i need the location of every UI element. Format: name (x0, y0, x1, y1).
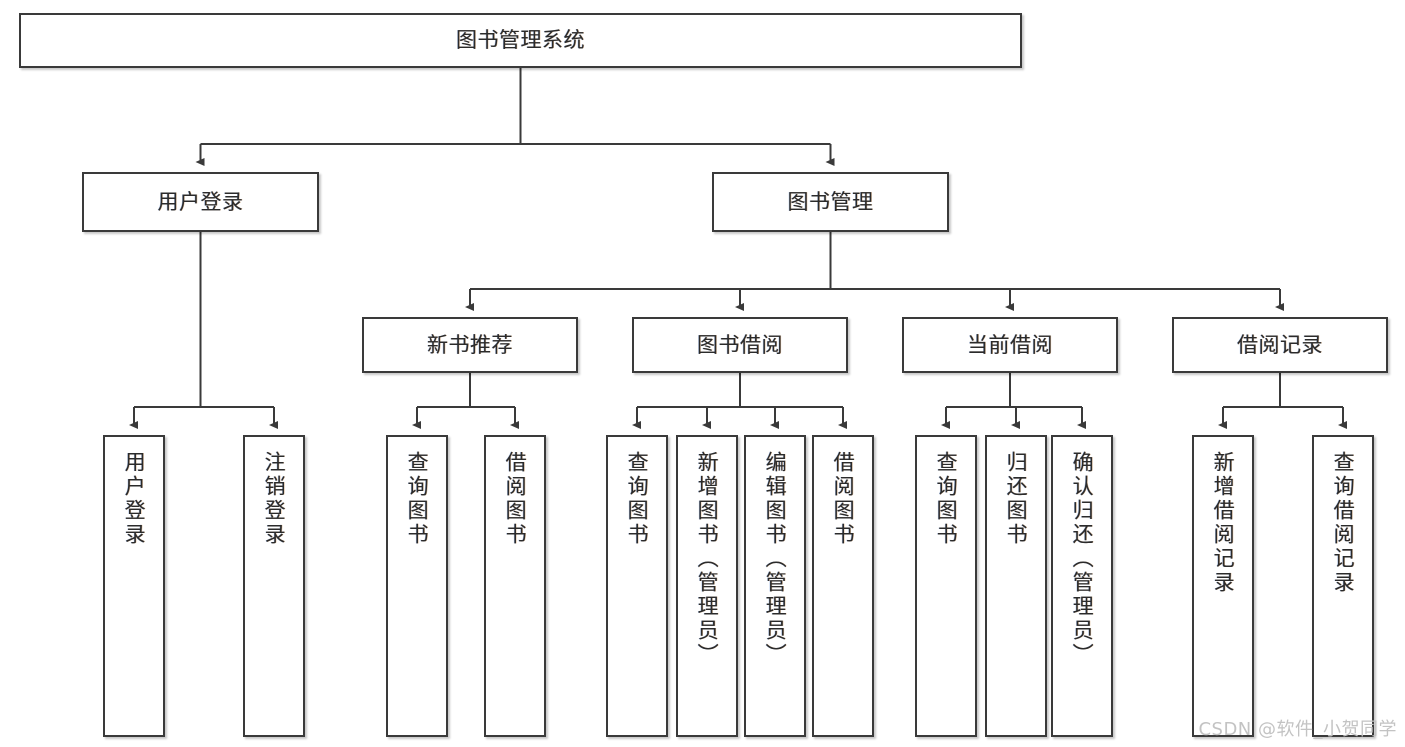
node-label: 图书管理系统 (456, 28, 585, 53)
node-borrow[interactable]: 图书借阅 (632, 317, 848, 373)
node-bookmgmt[interactable]: 图书管理 (712, 172, 949, 232)
node-leaf-5[interactable]: 查询图书 (606, 435, 668, 737)
node-label: 新增借阅记录 (1211, 451, 1236, 595)
node-label: 编辑图书（管理员） (763, 451, 788, 667)
node-leaf-9[interactable]: 查询图书 (915, 435, 977, 737)
node-leaf-2[interactable]: 注销登录 (243, 435, 305, 737)
node-label: 查询图书 (405, 451, 430, 547)
node-leaf-4[interactable]: 借阅图书 (484, 435, 546, 737)
node-records[interactable]: 借阅记录 (1172, 317, 1388, 373)
node-leaf-11[interactable]: 确认归还（管理员） (1051, 435, 1113, 737)
node-leaf-12[interactable]: 新增借阅记录 (1192, 435, 1254, 737)
node-login[interactable]: 用户登录 (82, 172, 319, 232)
node-root[interactable]: 图书管理系统 (19, 13, 1022, 68)
node-label: 查询图书 (625, 451, 650, 547)
node-label: 借阅图书 (831, 451, 856, 547)
node-label: 借阅图书 (503, 451, 528, 547)
node-label: 借阅记录 (1237, 332, 1323, 357)
node-leaf-7[interactable]: 编辑图书（管理员） (744, 435, 806, 737)
node-label: 当前借阅 (967, 332, 1053, 357)
node-label: 归还图书 (1004, 451, 1029, 547)
node-label: 图书管理 (787, 189, 874, 214)
node-label: 图书借阅 (697, 332, 783, 357)
node-leaf-8[interactable]: 借阅图书 (812, 435, 874, 737)
node-label: 注销登录 (262, 451, 287, 547)
node-label: 确认归还（管理员） (1070, 451, 1095, 667)
node-newbook[interactable]: 新书推荐 (362, 317, 578, 373)
node-leaf-3[interactable]: 查询图书 (386, 435, 448, 737)
node-label: 用户登录 (157, 189, 244, 214)
node-label: 新书推荐 (427, 332, 513, 357)
node-leaf-13[interactable]: 查询借阅记录 (1312, 435, 1374, 737)
watermark: CSDN @软件_小贺同学 (1198, 719, 1397, 740)
node-label: 查询图书 (934, 451, 959, 547)
node-leaf-1[interactable]: 用户登录 (103, 435, 165, 737)
node-label: 用户登录 (122, 451, 147, 547)
node-label: 新增图书（管理员） (695, 451, 720, 667)
node-label: 查询借阅记录 (1331, 451, 1356, 595)
node-leaf-6[interactable]: 新增图书（管理员） (676, 435, 738, 737)
node-leaf-10[interactable]: 归还图书 (985, 435, 1047, 737)
node-current[interactable]: 当前借阅 (902, 317, 1118, 373)
